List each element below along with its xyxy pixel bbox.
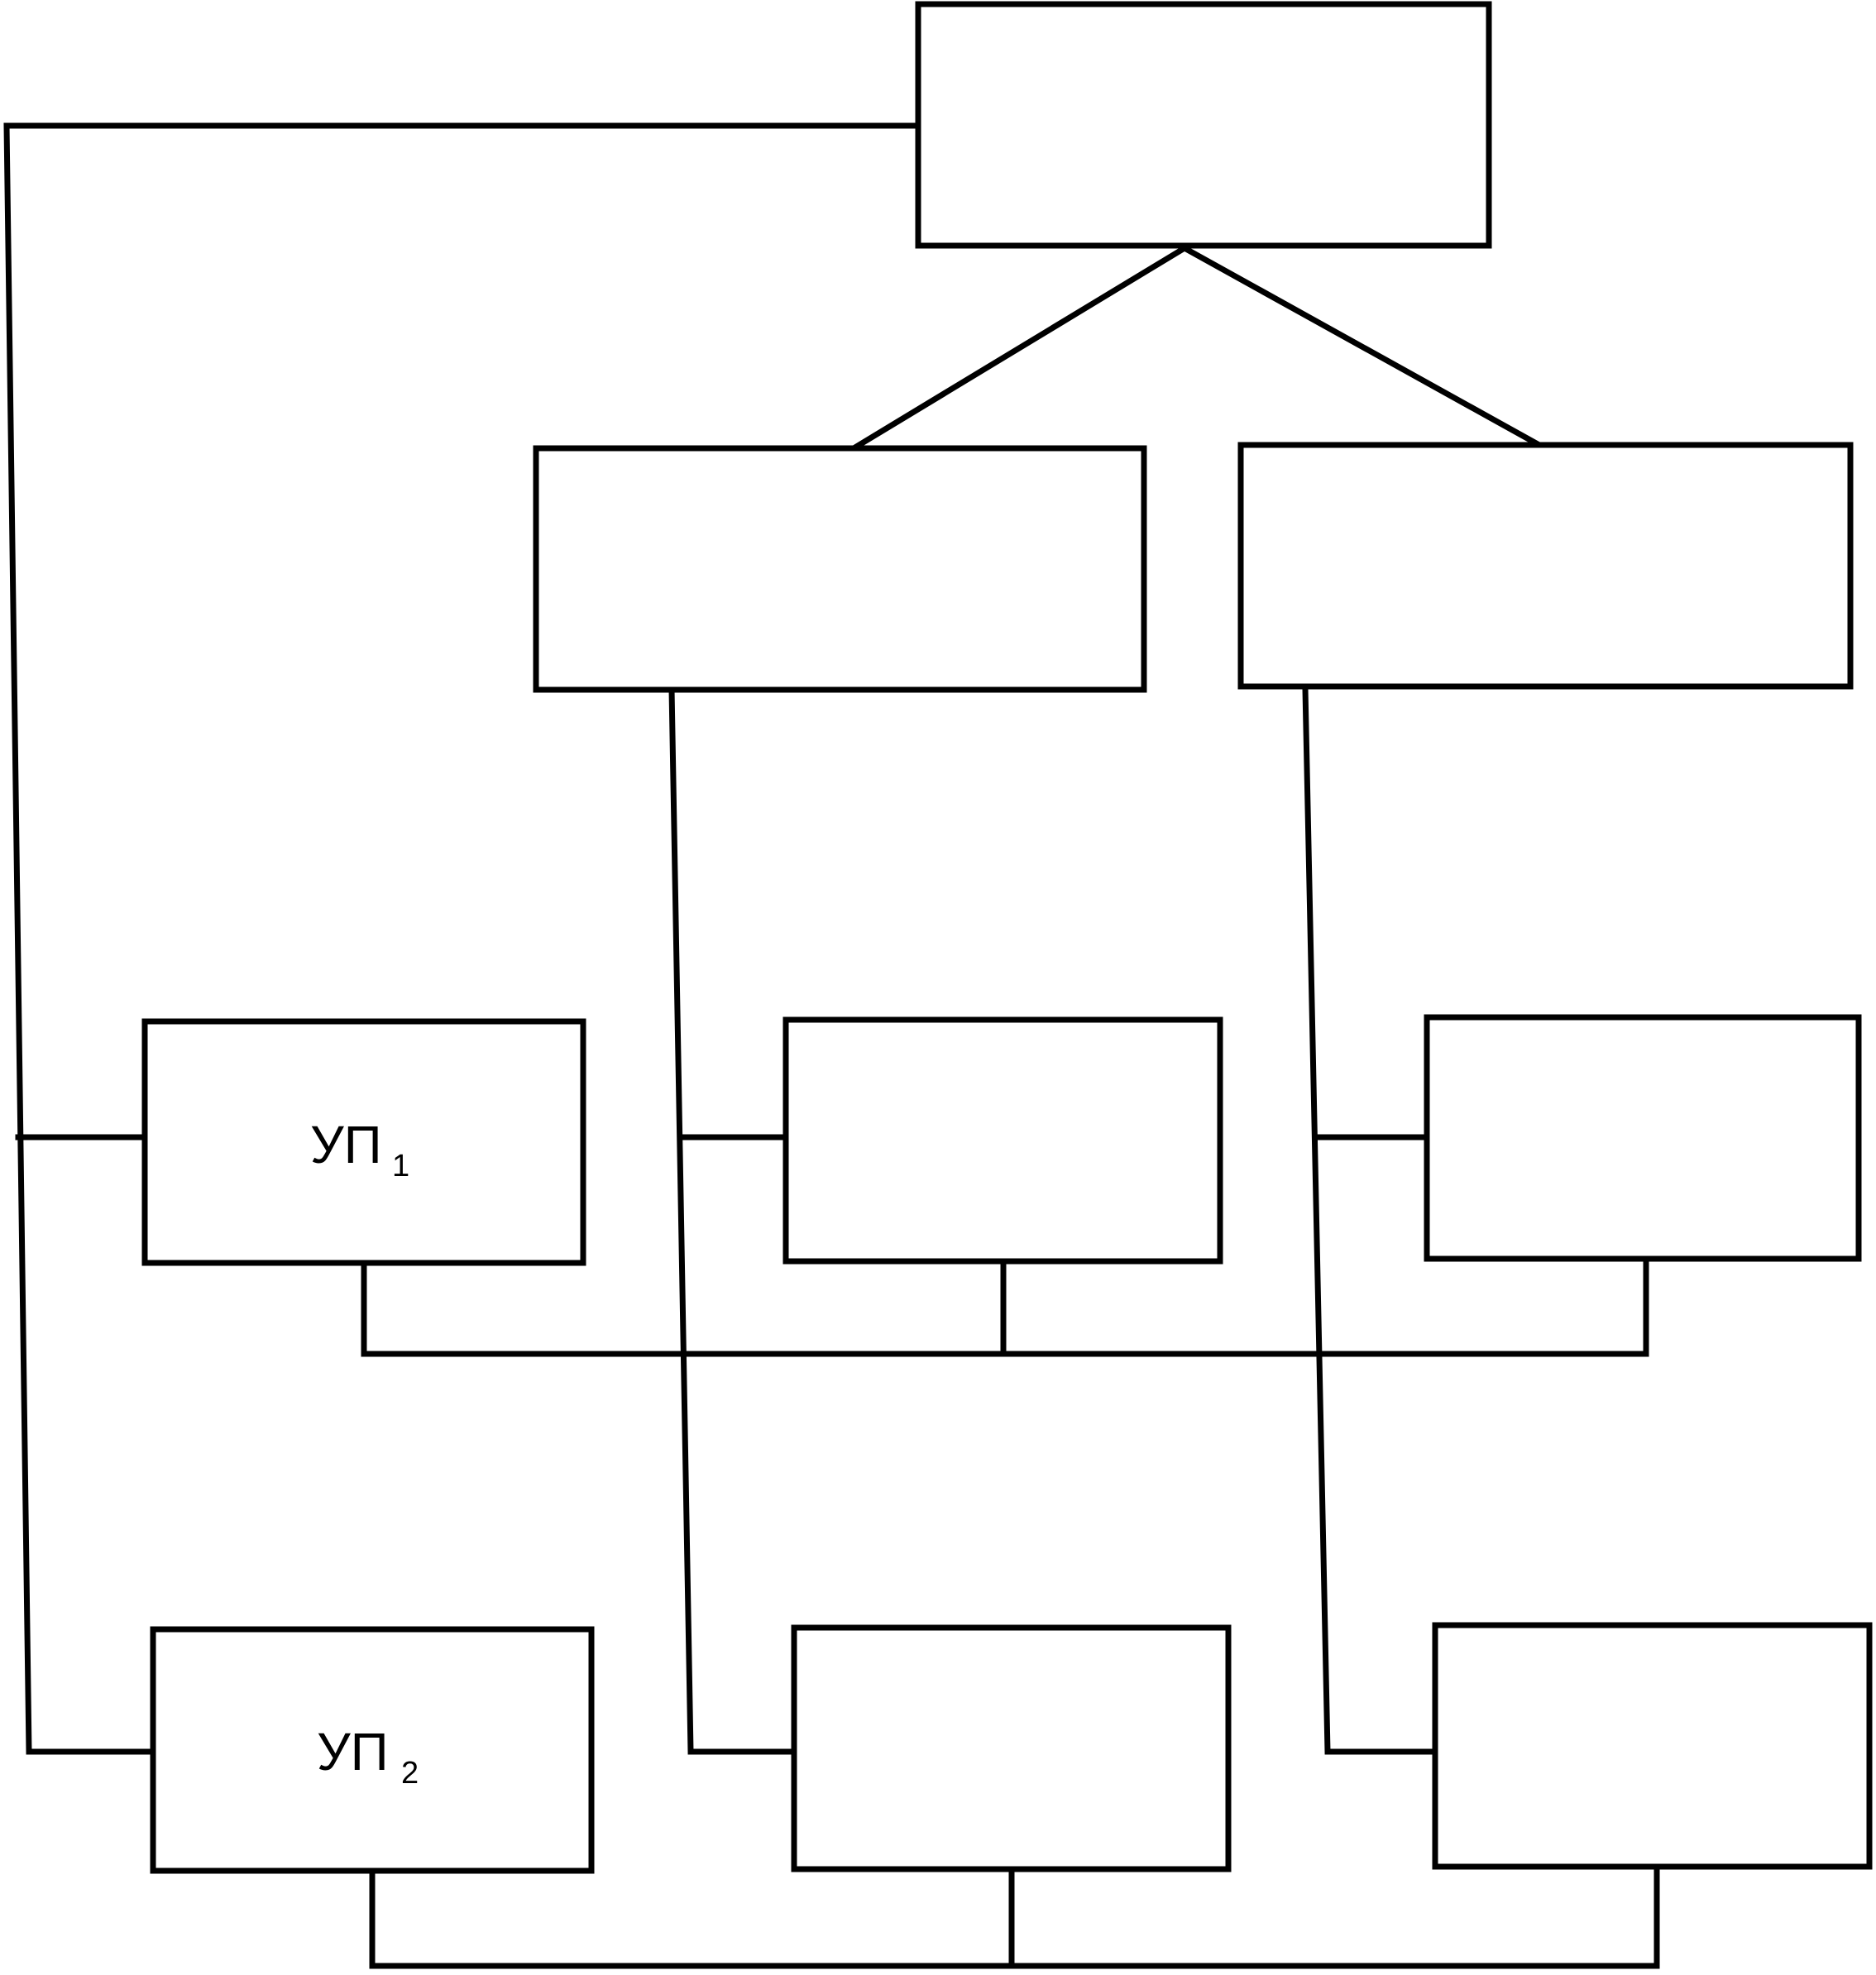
node-box [791, 1624, 1232, 1872]
node-box [141, 1018, 586, 1266]
node-row2-center [791, 1624, 1232, 1872]
node-box [150, 1626, 595, 1874]
node-up2: УП 2 [150, 1626, 595, 1874]
node-up2-label: УП [317, 1722, 389, 1781]
edge-top-to-up1-up2 [3, 122, 921, 1755]
edge-top-to-mid-left [849, 244, 1189, 452]
node-mid-left [533, 445, 1147, 693]
node-up1: УП 1 [141, 1018, 586, 1266]
node-box [915, 1, 1492, 249]
edge-mid-left-trunk [668, 686, 797, 1755]
connections [3, 122, 1660, 1969]
edge-top-to-mid-right [1180, 244, 1549, 452]
node-up1-subscript: 1 [392, 1149, 409, 1184]
node-box [1237, 442, 1854, 690]
node-mid-right [1237, 442, 1854, 690]
node-up2-subscript: 2 [401, 1756, 419, 1791]
node-box [533, 445, 1147, 693]
node-box [1424, 1014, 1862, 1262]
node-up1-label: УП [310, 1115, 382, 1174]
edge-mid-right-trunk [1302, 686, 1438, 1755]
node-row2-right [1432, 1622, 1873, 1870]
node-box [1432, 1622, 1873, 1870]
node-row1-center [782, 1016, 1223, 1265]
node-row1-right [1424, 1014, 1862, 1262]
node-box [782, 1016, 1223, 1265]
node-top [915, 1, 1492, 249]
